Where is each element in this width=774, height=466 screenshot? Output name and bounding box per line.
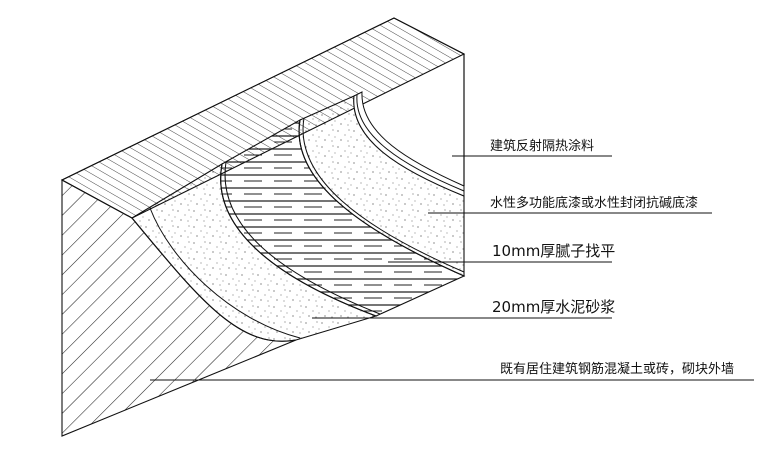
label-wall: 既有居住建筑钢筋混凝土或砖，砌块外墙 bbox=[500, 361, 734, 377]
label-reflective-coating: 建筑反射隔热涂料 bbox=[490, 138, 594, 154]
label-mortar: 20mm厚水泥砂浆 bbox=[492, 298, 615, 316]
label-putty: 10mm厚腻子找平 bbox=[492, 242, 615, 260]
label-primer: 水性多功能底漆或水性封闭抗碱底漆 bbox=[490, 195, 698, 211]
